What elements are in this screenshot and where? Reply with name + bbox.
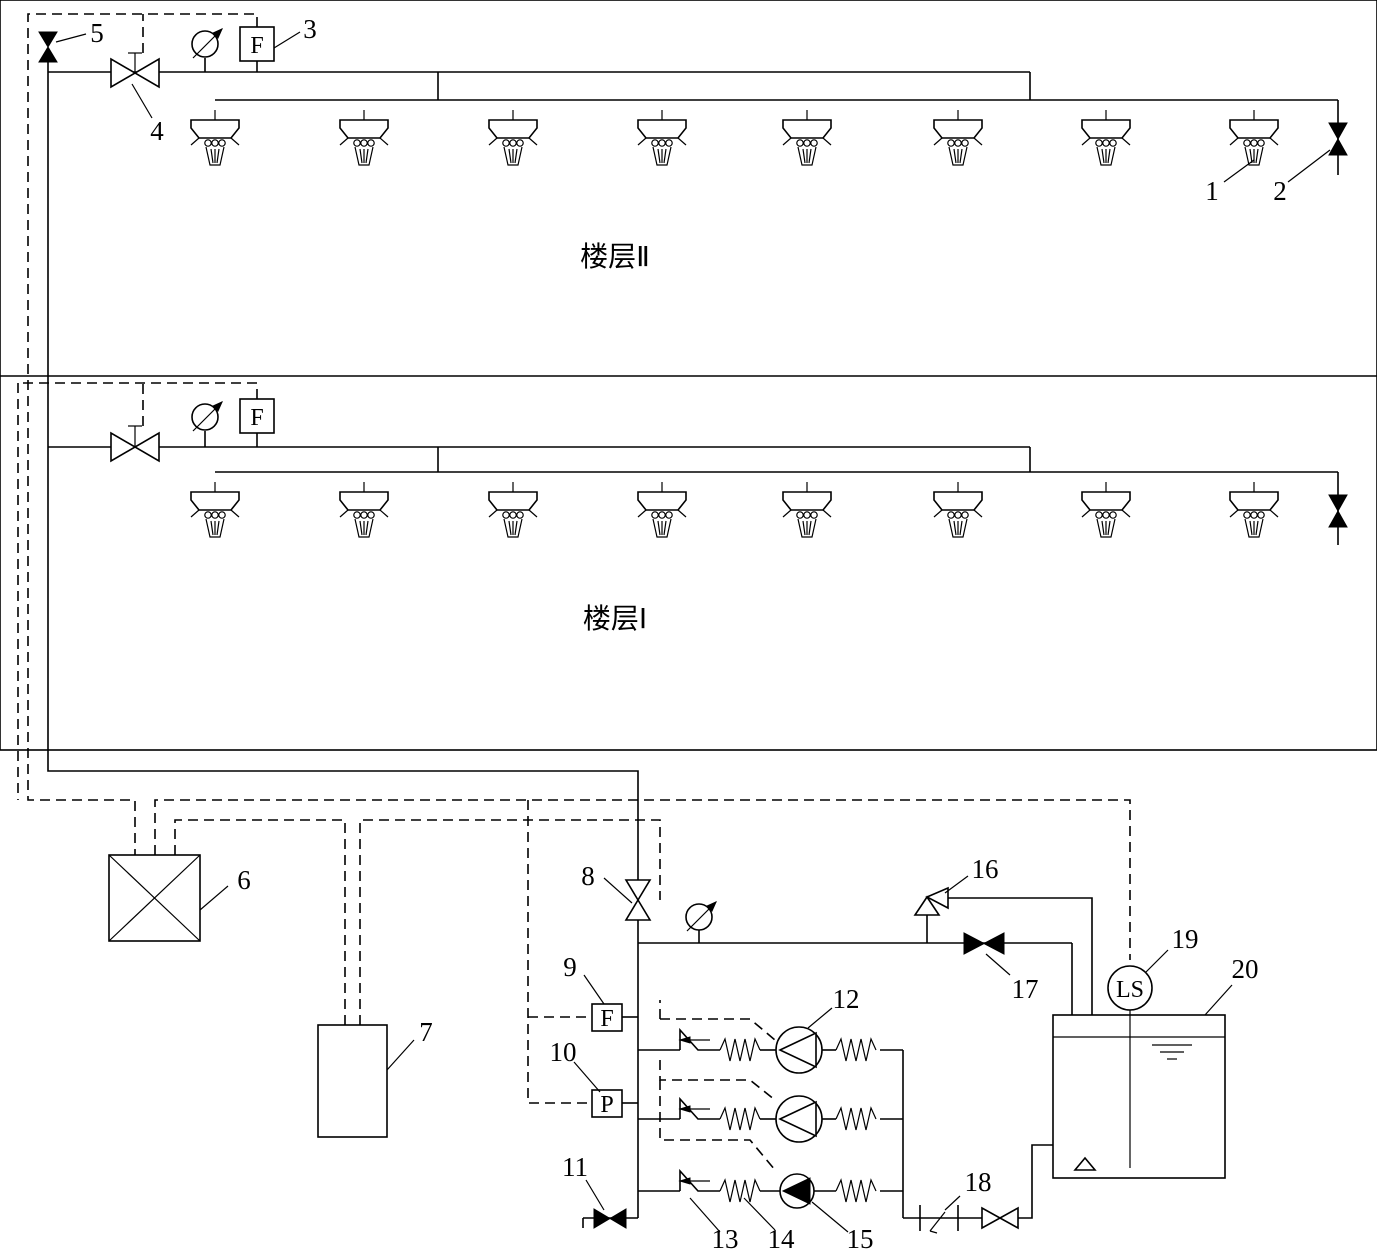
floor-1-sprinklers	[190, 481, 1279, 538]
callout-11: 11	[562, 1152, 588, 1182]
callout-4: 4	[150, 116, 164, 146]
flow-indicator-letter: F	[250, 405, 263, 431]
alarm-valve-floor-1	[110, 425, 160, 463]
sprinkler-head	[1229, 109, 1279, 166]
floor-2-label: 楼层Ⅱ	[580, 240, 650, 273]
pump-flow-switch: F	[591, 1003, 623, 1032]
flow-indicator-floor-2: F	[239, 26, 275, 62]
riser-top-valve	[38, 31, 58, 63]
alarm-control-panel	[108, 854, 201, 942]
floor-2-sprinklers	[190, 109, 1279, 166]
flexible-joint	[719, 1107, 761, 1131]
callout-8: 8	[581, 861, 595, 891]
sprinkler-head	[782, 109, 832, 166]
pump-row-2	[678, 1095, 877, 1143]
callout-3: 3	[303, 14, 317, 44]
callout-9: 9	[563, 952, 577, 982]
suction-filter	[919, 1205, 959, 1234]
control-cabinet	[317, 1024, 388, 1138]
sprinkler-head	[637, 481, 687, 538]
sprinkler-head	[190, 109, 240, 166]
riser-isolation-valve	[624, 879, 652, 921]
level-switch: LS	[1107, 965, 1153, 1011]
suction-valve	[981, 1206, 1019, 1230]
floor-1-piping	[48, 431, 1339, 545]
signal-lines-building	[17, 13, 258, 855]
pressure-gauge-floor-1	[191, 401, 223, 432]
callout-15: 15	[847, 1224, 874, 1251]
callout-5: 5	[90, 18, 104, 48]
floor-2-piping	[48, 58, 1339, 175]
pressure-switch-letter: P	[600, 1092, 613, 1118]
sprinkler-head	[1081, 109, 1131, 166]
pump-row-3	[678, 1170, 877, 1209]
callout-10: 10	[550, 1037, 577, 1067]
callout-14: 14	[768, 1224, 796, 1251]
signal-lines-plant	[154, 799, 1131, 1171]
flow-indicator-letter: F	[250, 33, 263, 59]
drain-valve	[582, 1208, 627, 1229]
callout-20: 20	[1232, 954, 1259, 984]
sprinkler-head	[488, 481, 538, 538]
flexible-joint	[835, 1107, 877, 1131]
floor-1-label: 楼层Ⅰ	[583, 602, 647, 635]
sprinkler-head	[488, 109, 538, 166]
pump-row-1	[678, 1026, 877, 1074]
end-test-valve-floor-1	[1328, 494, 1348, 528]
flexible-joint	[835, 1038, 877, 1062]
alarm-valve-floor-2	[110, 52, 160, 89]
pressure-switch: P	[591, 1089, 623, 1118]
flexible-joint	[719, 1179, 761, 1203]
sprinkler-head	[1081, 481, 1131, 538]
main-riser-pipe	[47, 60, 639, 1218]
end-test-valve-floor-2	[1328, 122, 1348, 156]
sprinkler-head	[933, 109, 983, 166]
callout-13: 13	[712, 1224, 739, 1251]
callout-19: 19	[1172, 924, 1199, 954]
callout-2: 2	[1273, 176, 1287, 206]
sprinkler-head	[339, 109, 389, 166]
callout-17: 17	[1012, 974, 1039, 1004]
callout-numbers: 1 2 3 4 5 6 7 8 9 10 11 12 13 14 15 16 1…	[90, 14, 1287, 1251]
test-return-valve	[963, 932, 1005, 955]
building-outline	[0, 0, 1377, 751]
callout-16: 16	[972, 854, 999, 884]
pressure-relief-valve	[913, 886, 949, 916]
flow-indicator-floor-1: F	[239, 398, 275, 434]
pressure-gauge-pump-header	[685, 901, 717, 943]
callout-7: 7	[419, 1017, 433, 1047]
flexible-joint	[835, 1179, 877, 1203]
callout-18: 18	[965, 1167, 992, 1197]
sprinkler-head	[1229, 481, 1279, 538]
sprinkler-head	[782, 481, 832, 538]
flexible-joint	[719, 1038, 761, 1062]
water-tank	[1052, 1010, 1226, 1179]
pump-station-piping	[583, 897, 1093, 1219]
callout-6: 6	[237, 865, 251, 895]
callout-1: 1	[1205, 176, 1219, 206]
pressure-gauge-floor-2	[191, 28, 223, 59]
sprinkler-head	[637, 109, 687, 166]
level-switch-letters: LS	[1116, 977, 1144, 1003]
sprinkler-head	[190, 481, 240, 538]
sprinkler-head	[933, 481, 983, 538]
sprinkler-head	[339, 481, 389, 538]
callout-leaders	[55, 31, 1331, 1233]
callout-12: 12	[833, 984, 860, 1014]
flow-switch-letter: F	[600, 1006, 613, 1032]
